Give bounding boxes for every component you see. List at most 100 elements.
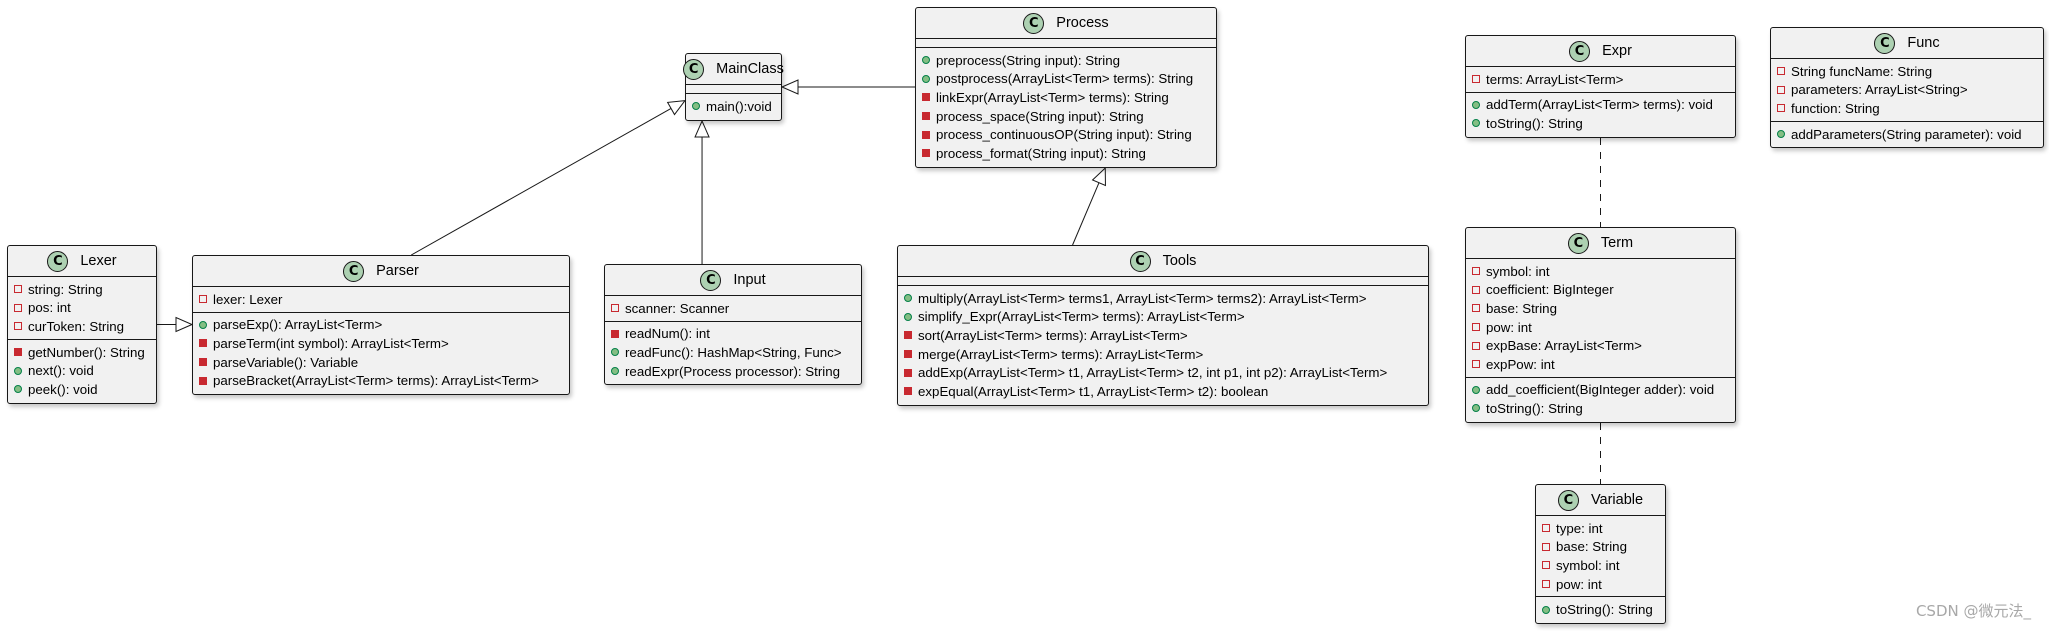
method-list: multiply(ArrayList<Term> terms1, ArrayLi… [898, 286, 1428, 405]
attribute-text: string: String [28, 281, 103, 297]
attribute-row: type: int [1536, 519, 1665, 538]
class-name: Variable [1590, 492, 1644, 508]
attribute-row: symbol: int [1536, 556, 1665, 575]
attribute-text: expBase: ArrayList<Term> [1486, 338, 1642, 354]
method-text: expEqual(ArrayList<Term> t1, ArrayList<T… [918, 383, 1269, 399]
method-text: addExp(ArrayList<Term> t1, ArrayList<Ter… [918, 365, 1388, 381]
method-text: simplify_Expr(ArrayList<Term> terms): Ar… [918, 309, 1245, 325]
attribute-text: lexer: Lexer [213, 291, 283, 307]
attribute-row: pos: int [8, 299, 156, 318]
attribute-text: pow: int [1486, 319, 1532, 335]
method-row: process_space(String input): String [916, 107, 1216, 126]
class-name: Tools [1162, 253, 1197, 269]
class-stereotype-icon: C [47, 250, 69, 272]
method-row: parseExp(): ArrayList<Term> [193, 316, 569, 335]
method-row: toString(): String [1466, 399, 1735, 418]
method-text: toString(): String [1556, 602, 1653, 618]
attribute-text: terms: ArrayList<Term> [1486, 71, 1624, 87]
class-stereotype-icon: C [1129, 250, 1151, 272]
method-row: readFunc(): HashMap<String, Func> [605, 343, 861, 362]
attribute-row: base: String [1466, 299, 1735, 318]
private-visibility-icon [1472, 323, 1480, 332]
method-list: addParameters(String parameter): void [1771, 122, 2043, 148]
method-row: toString(): String [1536, 600, 1665, 619]
attribute-text: coefficient: BigInteger [1486, 282, 1614, 298]
private-visibility-icon [1472, 75, 1480, 84]
method-text: parseExp(): ArrayList<Term> [213, 317, 383, 333]
attribute-text: pow: int [1556, 576, 1602, 592]
private-visibility-icon [14, 285, 22, 294]
method-text: addTerm(ArrayList<Term> terms): void [1486, 97, 1713, 113]
method-list: preprocess(String input): String postproc… [916, 48, 1216, 167]
class-name: Parser [376, 263, 419, 279]
method-text: sort(ArrayList<Term> terms): ArrayList<T… [918, 327, 1188, 343]
attribute-text: curToken: String [28, 318, 125, 334]
private-visibility-icon [1542, 561, 1550, 570]
public-visibility-icon [1472, 119, 1480, 128]
watermark: CSDN @微元法_ [1915, 602, 2031, 620]
generalization-line-parser-mainclass [410, 108, 672, 256]
method-row: main():void [686, 97, 781, 116]
public-visibility-icon [199, 320, 207, 329]
private-visibility-icon [199, 295, 207, 304]
method-row: getNumber(): String [8, 343, 156, 362]
method-row: toString(): String [1466, 114, 1735, 133]
private-visibility-icon [1472, 267, 1480, 276]
generalization-line-tools-process [1072, 182, 1100, 246]
public-visibility-icon [904, 294, 912, 303]
class-stereotype-icon: C [1023, 12, 1045, 34]
method-row: addExp(ArrayList<Term> t1, ArrayList<Ter… [898, 363, 1428, 382]
method-text: postprocess(ArrayList<Term> terms): Stri… [936, 71, 1194, 87]
method-text: multiply(ArrayList<Term> terms1, ArrayLi… [918, 290, 1367, 306]
attribute-list [686, 85, 781, 94]
attribute-list [898, 277, 1428, 286]
attribute-row: expBase: ArrayList<Term> [1466, 336, 1735, 355]
generalization-arrowhead [175, 316, 194, 333]
class-name: Term [1600, 235, 1634, 251]
attribute-row: curToken: String [8, 317, 156, 336]
private-visibility-icon [1542, 542, 1550, 551]
public-visibility-icon [14, 366, 22, 375]
class-header: C Lexer [8, 246, 156, 277]
method-row: addParameters(String parameter): void [1771, 125, 2043, 144]
class-name: Input [733, 272, 766, 288]
method-row: linkExpr(ArrayList<Term> terms): String [916, 88, 1216, 107]
class-name: Func [1907, 35, 1940, 51]
private-visibility-icon [922, 130, 930, 139]
class-name: Lexer [80, 253, 117, 269]
method-row: process_continuousOP(String input): Stri… [916, 125, 1216, 144]
public-visibility-icon [692, 102, 700, 111]
class-stereotype-icon: C [1567, 232, 1589, 254]
private-visibility-icon [1777, 104, 1785, 113]
method-row: next(): void [8, 361, 156, 380]
private-visibility-icon [904, 387, 912, 396]
private-visibility-icon [922, 93, 930, 102]
method-text: merge(ArrayList<Term> terms): ArrayList<… [918, 346, 1204, 362]
class-name: Expr [1602, 43, 1632, 59]
attribute-row: string: String [8, 280, 156, 299]
private-visibility-icon [14, 322, 22, 331]
attribute-row: pow: int [1536, 575, 1665, 594]
attribute-row: function: String [1771, 99, 2043, 118]
method-list: toString(): String [1536, 597, 1665, 623]
method-row: parseBracket(ArrayList<Term> terms): Arr… [193, 371, 569, 390]
method-row: readExpr(Process processor): String [605, 362, 861, 381]
private-visibility-icon [1472, 341, 1480, 350]
method-row: preprocess(String input): String [916, 51, 1216, 70]
attribute-text: base: String [1556, 539, 1627, 555]
method-text: preprocess(String input): String [936, 52, 1121, 68]
private-visibility-icon [1777, 85, 1785, 94]
class-name: MainClass [716, 61, 784, 77]
